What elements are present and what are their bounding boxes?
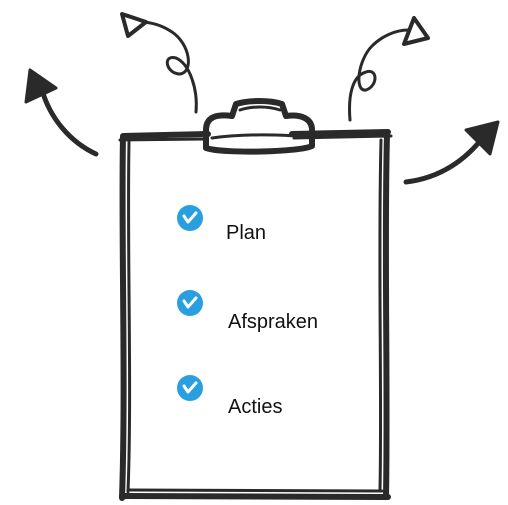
curved-arrow-icon	[24, 12, 500, 185]
clipboard-clip-icon	[203, 98, 315, 155]
clipboard-board	[118, 129, 393, 501]
check-circle-icon	[177, 375, 203, 401]
checklist-item: Plan	[176, 204, 336, 244]
checklist-item: Afspraken	[176, 289, 336, 333]
checklist-item-label: Afspraken	[228, 311, 319, 333]
checklist-item: Acties	[176, 374, 336, 418]
check-circle-icon	[177, 205, 203, 231]
checklist-item-label: Acties	[228, 396, 283, 418]
checklist-item-label: Plan	[226, 222, 267, 244]
check-circle-icon	[177, 290, 203, 316]
